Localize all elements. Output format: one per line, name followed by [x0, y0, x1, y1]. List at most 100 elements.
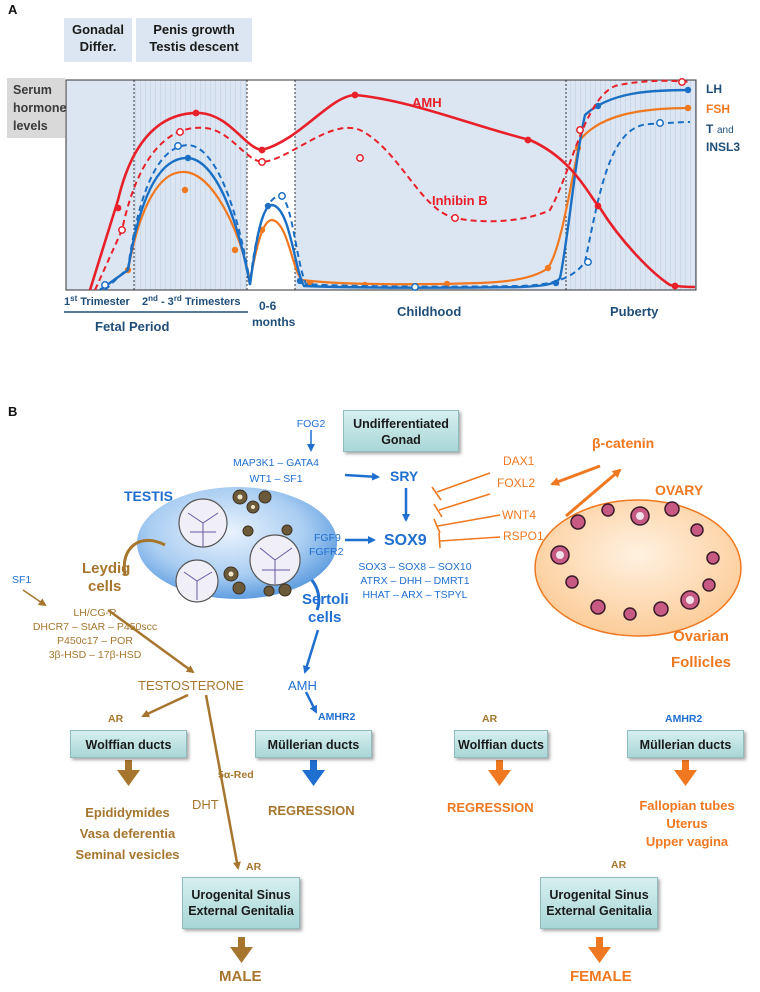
- sertoli-line1: Sertoli: [302, 591, 349, 608]
- amh-label: AMH: [412, 95, 442, 110]
- fog2-label: FOG2: [296, 418, 326, 430]
- amhr2-female-label: AMHR2: [665, 713, 703, 725]
- fetal-period-label: Fetal Period: [95, 319, 169, 334]
- wolffian-female-arrow: [488, 760, 511, 786]
- enzyme-line-1: LH/CG-R: [73, 607, 117, 619]
- sox9-label: SOX9: [384, 532, 427, 549]
- region-childhood: [295, 80, 566, 290]
- sry-label: SRY: [390, 468, 419, 484]
- amh-b-label: AMH: [288, 678, 317, 693]
- serum-line3: levels: [13, 119, 48, 133]
- enzyme-line-2: DHCR7 – StAR – P450scc: [32, 621, 158, 633]
- epididymides-label: Epididymides: [85, 805, 170, 820]
- fsh-label: FSH: [706, 102, 730, 116]
- uterus-label: Uterus: [666, 816, 708, 831]
- mullerian-ducts-female-box: Müllerian ducts: [627, 730, 744, 758]
- ovary-label: OVARY: [655, 482, 704, 498]
- ovarian-follicles-line1: Ovarian: [673, 628, 729, 645]
- sox-list-3: HHAT – ARX – TSPYL: [362, 589, 468, 601]
- ar-wolffian-female-label: AR: [482, 713, 498, 725]
- phase-penis-growth: Penis growth Testis descent: [136, 18, 252, 62]
- urogenital-male-line1: Urogenital Sinus: [191, 888, 291, 902]
- lh-label: LH: [706, 82, 722, 96]
- sertoli-line2: cells: [308, 609, 342, 626]
- and-label: and: [717, 125, 734, 136]
- urogenital-female-line1: Urogenital Sinus: [549, 888, 649, 902]
- wolffian-ducts-male-box: Wolffian ducts: [70, 730, 187, 758]
- serum-line1: Serum: [13, 83, 52, 97]
- sox-list-1: SOX3 – SOX8 – SOX10: [358, 561, 472, 573]
- childhood-label: Childhood: [397, 304, 461, 319]
- phase-penis-line1: Penis growth: [153, 22, 235, 37]
- ovary-illustration: [534, 499, 742, 637]
- fgf9-label: FGF9: [314, 532, 341, 544]
- sf1-label: SF1: [12, 574, 32, 586]
- panel-b-letter: B: [8, 404, 18, 419]
- enzyme-line-3: P450c17 – POR: [57, 635, 133, 647]
- fallopian-tubes-label: Fallopian tubes: [639, 798, 735, 813]
- insl3-label: INSL3: [706, 140, 740, 154]
- mullerian-male-arrow: [302, 760, 325, 786]
- wnt4-label: WNT4: [502, 508, 536, 522]
- dax1-label: DAX1: [503, 454, 535, 468]
- female-arrow: [588, 937, 611, 963]
- chart-frame: [65, 79, 697, 291]
- panel-a-letter: A: [8, 2, 18, 17]
- urogenital-male-line2: External Genitalia: [188, 904, 294, 918]
- inhibin-b-curve: [94, 79, 691, 291]
- male-label: MALE: [219, 968, 262, 985]
- phase-gonadal-line1: Gonadal: [71, 22, 124, 37]
- t-insl3-curve: [104, 121, 691, 291]
- wolffian-male-arrow: [117, 760, 140, 786]
- ar-urogenital-male-label: AR: [246, 861, 262, 873]
- undiff-line2: Gonad: [381, 433, 421, 447]
- female-label: FEMALE: [570, 968, 632, 985]
- serum-line2: hormone: [13, 101, 67, 115]
- testis-label: TESTIS: [124, 488, 174, 504]
- trimester-2-3-label: 2nd - 3rd Trimesters: [142, 294, 241, 308]
- foxl2-label: FOXL2: [497, 476, 536, 490]
- t-label: T: [706, 122, 714, 136]
- leydig-line1: Leydig: [82, 560, 131, 577]
- urogenital-sinus-female-box: Urogenital Sinus External Genitalia: [540, 877, 658, 929]
- phase-penis-line2: Testis descent: [149, 39, 239, 54]
- puberty-label: Puberty: [610, 304, 659, 319]
- ovarian-follicles-line2: Follicles: [670, 654, 732, 671]
- vasa-deferentia-label: Vasa deferentia: [79, 826, 176, 841]
- months-line1: 0-6: [259, 299, 277, 313]
- urogenital-female-line2: External Genitalia: [546, 904, 652, 918]
- undifferentiated-gonad-box: Undifferentiated Gonad: [343, 410, 459, 452]
- ar-wolffian-male-label: AR: [108, 713, 124, 725]
- sox-list-2: ATRX – DHH – DMRT1: [360, 575, 470, 587]
- rspo1-label: RSPO1: [503, 529, 544, 543]
- phase-gonadal-differentiation: Gonadal Differ.: [64, 18, 132, 62]
- wolffian-ducts-female-box: Wolffian ducts: [454, 730, 548, 758]
- months-line2: months: [252, 315, 296, 329]
- five-alpha-red-label: 5α-Red: [218, 769, 254, 781]
- seminal-vesicles-label: Seminal vesicles: [75, 847, 180, 862]
- leydig-line2: cells: [88, 578, 122, 595]
- urogenital-sinus-male-box: Urogenital Sinus External Genitalia: [182, 877, 300, 929]
- ar-urogenital-female-label: AR: [611, 859, 627, 871]
- fgfr2-label: FGFR2: [309, 546, 344, 558]
- undiff-line1: Undifferentiated: [353, 417, 449, 431]
- serum-hormone-label: Serum hormone levels: [7, 78, 67, 138]
- upper-vagina-label: Upper vagina: [645, 834, 729, 849]
- hormone-chart: AMH Inhibin B LH FSH T and INSL3 1st Tri…: [64, 78, 740, 334]
- map3k1-gata4-label: MAP3K1 – GATA4: [233, 457, 319, 469]
- testis-illustration: [137, 487, 337, 603]
- dht-label: DHT: [192, 797, 219, 812]
- regression-male-label: REGRESSION: [268, 803, 355, 818]
- amhr2-male-label: AMHR2: [318, 711, 356, 723]
- region-puberty: [566, 80, 696, 290]
- lh-curve: [99, 88, 691, 291]
- beta-catenin-label: β-catenin: [592, 435, 655, 451]
- inhibin-b-label: Inhibin B: [432, 193, 488, 208]
- phase-gonadal-line2: Differ.: [79, 39, 117, 54]
- mullerian-ducts-male-box: Müllerian ducts: [255, 730, 372, 758]
- wt1-sf1-label: WT1 – SF1: [249, 473, 303, 485]
- trimester-1-label: 1st Trimester: [64, 294, 131, 308]
- amh-curve: [88, 93, 696, 291]
- male-arrow: [230, 937, 253, 963]
